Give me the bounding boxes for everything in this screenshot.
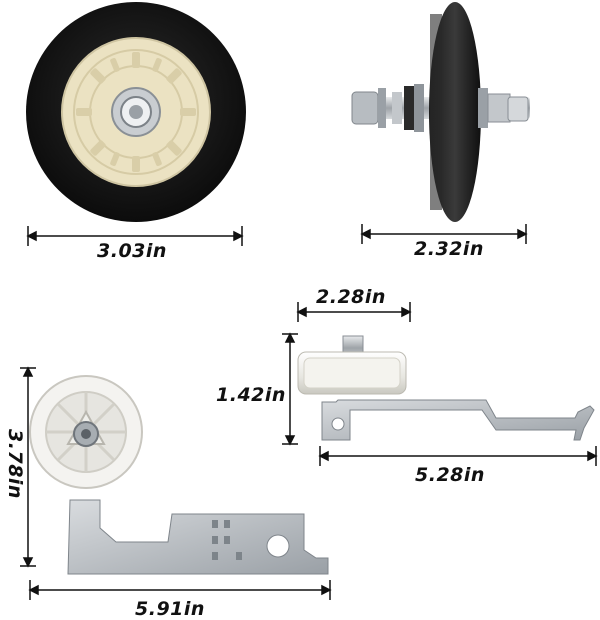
idler-pulley-large — [29, 375, 329, 575]
large-pulley-height-label: 3.78in — [3, 429, 26, 499]
small-pulley-width-label: 2.28in — [316, 286, 386, 308]
dimension-lines — [20, 224, 598, 600]
small-pulley-length-label: 5.28in — [415, 464, 485, 486]
idler-pulley-small — [297, 335, 595, 441]
hub-slots — [76, 52, 196, 172]
roller-front-width-label: 3.03in — [97, 240, 167, 262]
drum-roller-front — [26, 2, 246, 222]
large-pulley-length-label: 5.91in — [135, 598, 205, 620]
small-pulley-height-label: 1.42in — [216, 384, 286, 406]
roller-side-width-label: 2.32in — [414, 238, 484, 260]
drum-roller-side — [351, 2, 530, 222]
